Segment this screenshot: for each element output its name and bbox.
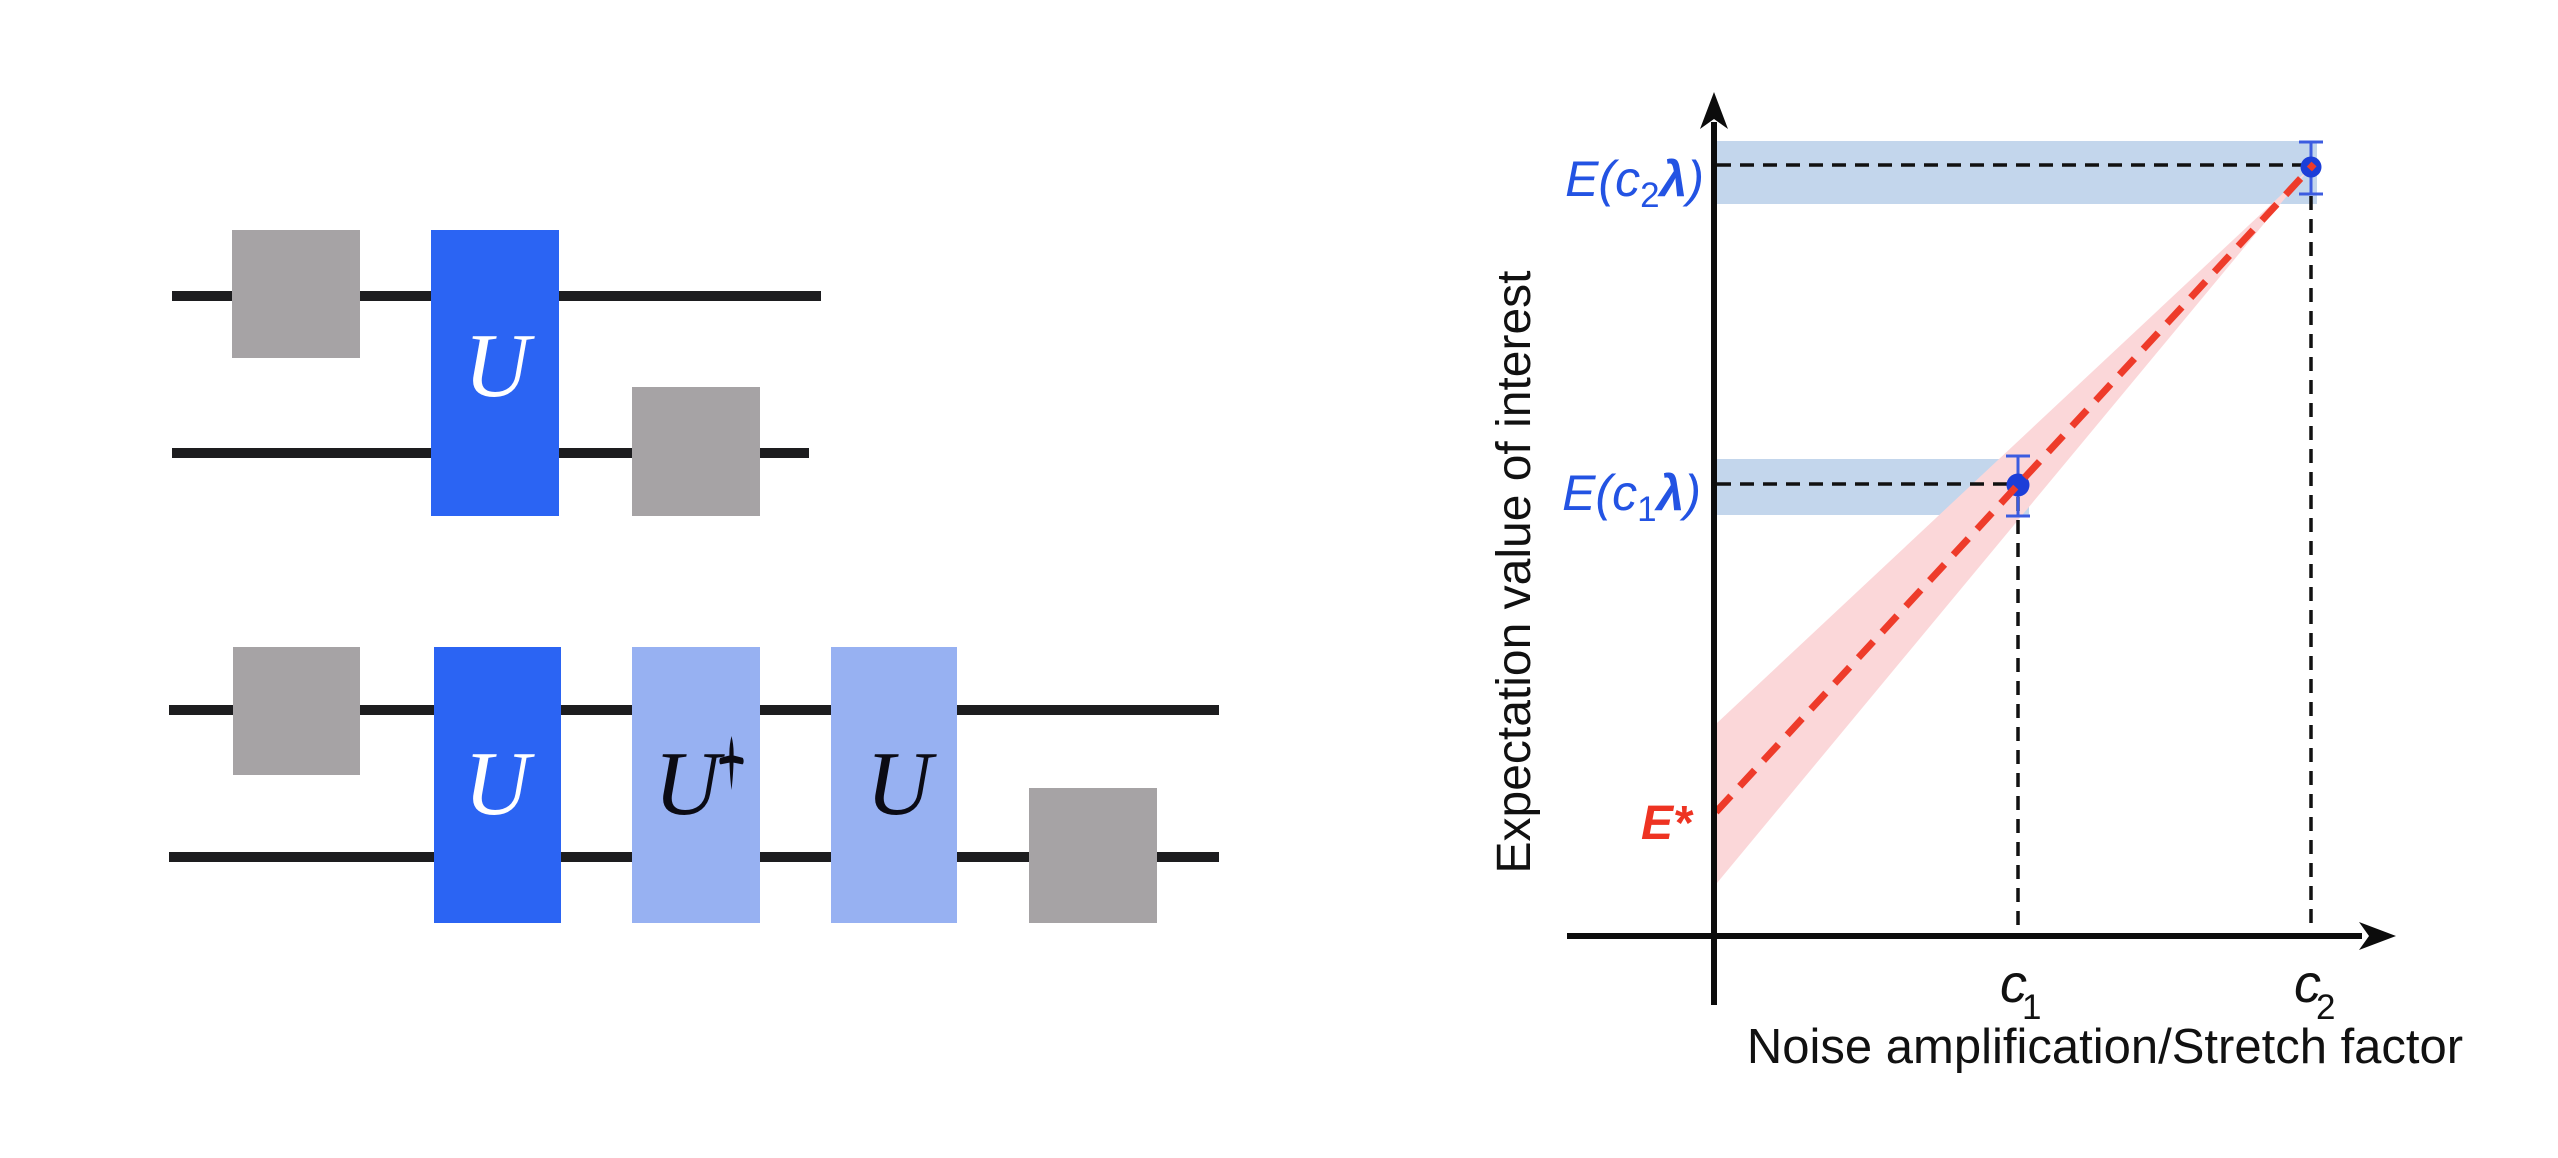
- svg-text:Expectation value of interest: Expectation value of interest: [1488, 270, 1541, 873]
- svg-text:E*: E*: [1641, 797, 1694, 850]
- svg-text:U: U: [464, 315, 535, 416]
- svg-text:U: U: [464, 733, 535, 834]
- svg-text:E(c2λ): E(c2λ): [1565, 151, 1704, 215]
- svg-text:E(c1λ): E(c1λ): [1562, 465, 1701, 529]
- svg-text:U: U: [866, 733, 937, 834]
- svg-text:U: U: [654, 733, 725, 834]
- svg-text:Noise amplification/Stretch fa: Noise amplification/Stretch factor: [1747, 1020, 2463, 1074]
